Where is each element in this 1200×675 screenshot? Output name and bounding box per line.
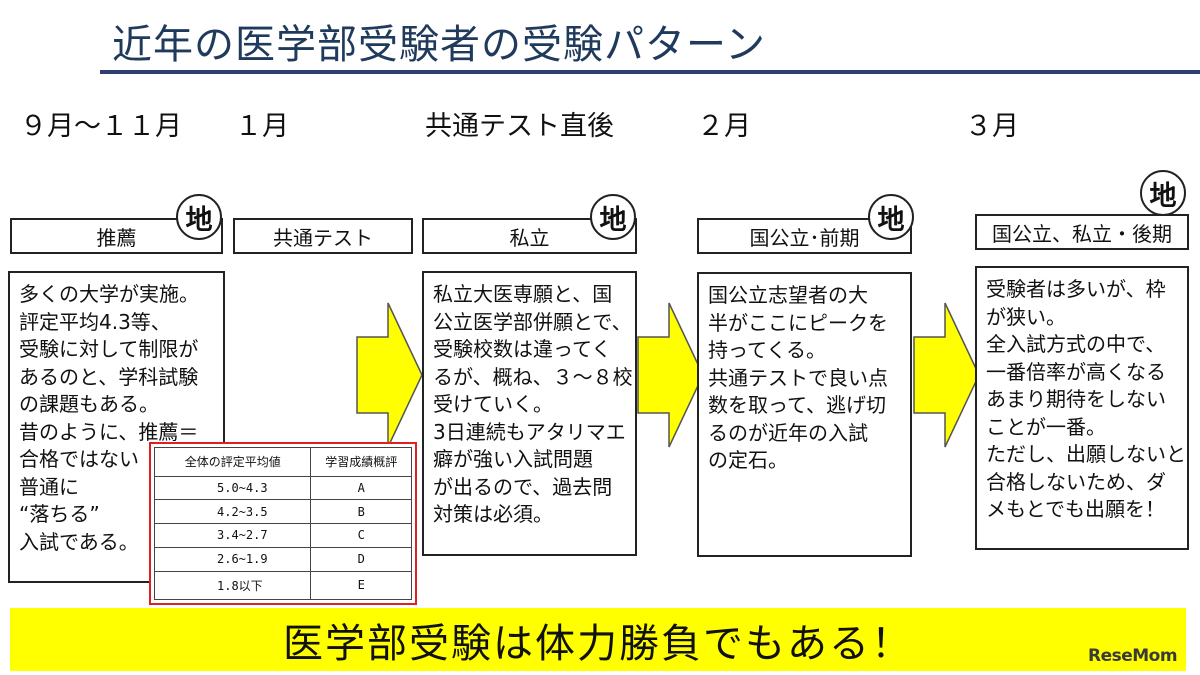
table-row: 3.4~2.7 C	[153, 523, 412, 548]
resemom-logo: ReseMom	[1088, 646, 1178, 666]
table-row: 1.8以下 E	[153, 570, 412, 600]
private-description: 私立大医専願と、国 公立医学部併願とで、 受験校数は違ってく るが、概ね、３〜８…	[422, 271, 637, 556]
period-mar: ３月	[965, 111, 1019, 142]
conclusion-banner: 医学部受験は体力勝負でもある！	[10, 608, 1186, 671]
table-row: 4.2~3.5 B	[153, 499, 412, 524]
table-header-average: 全体の評定平均値	[153, 447, 312, 477]
table-header-row: 全体の評定平均値 学習成績概評	[153, 447, 412, 477]
period-jan: １月	[235, 111, 289, 142]
national-first-description: 国公立志望者の大 半がここにピークを 持ってくる。 共通テストで良い点 数を取っ…	[697, 272, 912, 557]
grade-evaluation-table: 全体の評定平均値 学習成績概評 5.0~4.3 A 4.2~3.5 B 3.4~…	[149, 442, 417, 605]
period-feb: ２月	[697, 111, 751, 142]
stage-common-test: 共通テスト	[233, 218, 413, 254]
late-period-description: 受験者は多いが、枠 が狭い。 全入試方式の中で、 一番倍率が高くなる あまり期待…	[975, 266, 1189, 550]
table-cell-grade: C	[310, 523, 412, 548]
table-row: 5.0~4.3 A	[153, 475, 412, 501]
table-cell-average: 1.8以下	[153, 570, 312, 600]
stage-late-period: 国公立、私立・後期	[975, 214, 1189, 250]
table-cell-average: 5.0~4.3	[153, 475, 312, 501]
title-underline	[100, 70, 1200, 74]
period-sep-nov: ９月〜１１月	[20, 111, 182, 142]
arrow-right-3	[913, 302, 980, 448]
table-header-grade: 学習成績概評	[310, 447, 412, 477]
regional-badge-national-first: 地	[868, 194, 914, 240]
table-cell-grade: A	[310, 475, 412, 501]
regional-badge-private: 地	[590, 194, 636, 240]
table-row: 2.6~1.9 D	[153, 546, 412, 572]
table-cell-average: 2.6~1.9	[153, 546, 312, 572]
regional-badge-late-period: 地	[1140, 170, 1186, 216]
table-cell-average: 4.2~3.5	[153, 499, 312, 524]
period-after-common-test: 共通テスト直後	[425, 111, 614, 142]
table-cell-grade: E	[310, 570, 412, 600]
table-cell-grade: D	[310, 546, 412, 572]
arrow-right-1	[356, 302, 423, 448]
table-cell-average: 3.4~2.7	[153, 523, 312, 548]
table-cell-grade: B	[310, 499, 412, 524]
arrow-right-2	[637, 302, 704, 448]
regional-badge-recommendation: 地	[176, 194, 222, 240]
slide-title: 近年の医学部受験者の受験パターン	[112, 22, 766, 68]
